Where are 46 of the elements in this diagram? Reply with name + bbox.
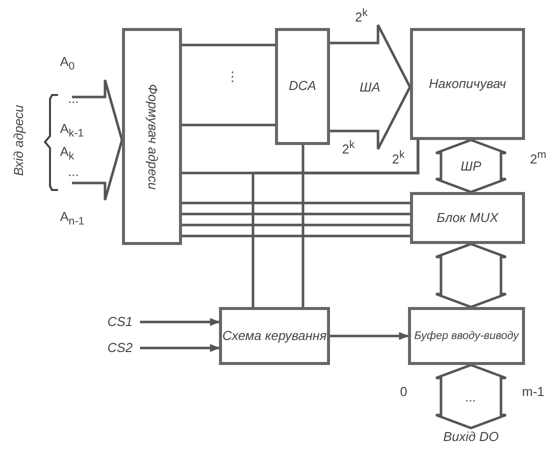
- signal-label: A$_{k}$: [60, 145, 74, 162]
- signal-label: CS1: [100, 313, 140, 331]
- signal-label: ...: [68, 165, 79, 178]
- connector-line: [330, 332, 409, 340]
- bus-arrow: [434, 242, 508, 308]
- connector-line: [140, 318, 220, 326]
- bus-arrow: [70, 78, 124, 202]
- block-title: Блок MUX: [436, 210, 498, 226]
- signal-label: m-1: [522, 385, 544, 398]
- connector-line: [182, 212, 410, 216]
- signal-label: A$_{k-1}$: [60, 122, 84, 140]
- connector-line: [182, 234, 410, 238]
- connector-line: [252, 140, 420, 307]
- bus-arrow: [434, 364, 508, 430]
- connector-line: [182, 44, 275, 46]
- block-box: [410, 192, 525, 244]
- connector-line: [182, 224, 410, 226]
- block-title: Формувач адреси: [144, 84, 160, 190]
- signal-label: A$_{0}$: [60, 55, 75, 72]
- signal-label: A$_{n-1}$: [60, 210, 84, 228]
- block-box: [408, 307, 525, 365]
- signal-label: 0: [400, 385, 408, 398]
- block-title: Накопичувач: [428, 76, 506, 92]
- block-box: [410, 28, 525, 140]
- block-title: DCA: [288, 79, 316, 94]
- block-box: [219, 307, 330, 365]
- signal-label: 2$^{k}$: [392, 150, 405, 166]
- block-title: Вхід адреси: [12, 104, 26, 176]
- block-title: Буфер вводу-виводу: [414, 330, 519, 342]
- bus-arrow: [328, 24, 412, 150]
- connector-line: [182, 124, 275, 126]
- connector-line: [182, 202, 410, 204]
- signal-label: 2$^{m}$: [530, 150, 546, 166]
- block-title: Схема керування: [222, 328, 327, 344]
- signal-label: ...: [68, 92, 79, 105]
- signal-label: 2$^{k}$: [342, 140, 355, 156]
- signal-label: 2$^{k}$: [355, 8, 368, 24]
- connector-line: [302, 145, 304, 307]
- signal-label: CS2: [100, 339, 140, 357]
- signal-label: Вихід DO: [426, 428, 516, 446]
- connector-line: [140, 344, 220, 352]
- block-box: [275, 28, 330, 145]
- signal-label: ⋮: [226, 70, 239, 83]
- edge-label: ШР: [458, 158, 484, 174]
- edge-label: ША: [358, 80, 382, 94]
- block-box: [122, 28, 182, 245]
